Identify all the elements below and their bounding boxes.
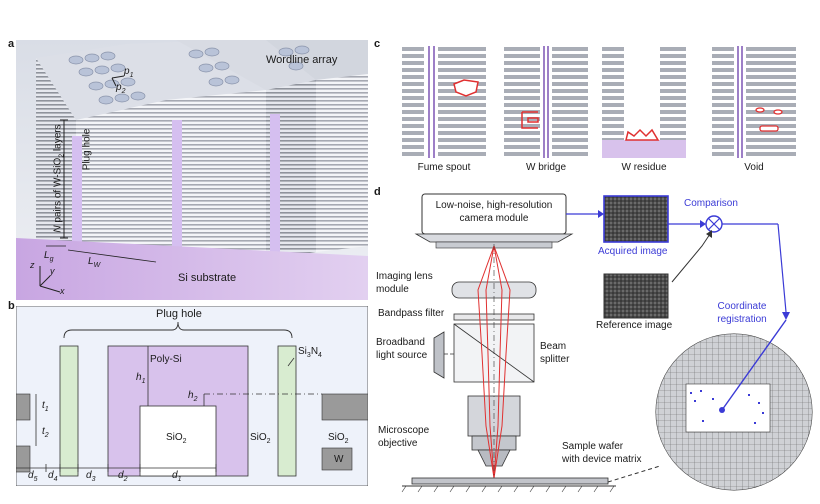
- panel-b-diagram: [15, 305, 369, 487]
- axis-z-label: z: [30, 260, 35, 270]
- d3-label: d3: [86, 470, 96, 483]
- d5-label: d5: [28, 470, 38, 483]
- panel-c-defect-images: [402, 46, 796, 158]
- plug-hole-label-a: Plug hole: [81, 128, 93, 171]
- acquired-image-thumb: [603, 195, 669, 243]
- beam-splitter-label: Beam splitter: [540, 341, 570, 365]
- sio2-right-outer-label: SiO2: [328, 432, 349, 445]
- panel-b-label: b: [8, 300, 15, 312]
- d1-label: d1: [172, 470, 182, 483]
- wafer-map: [655, 319, 813, 491]
- void-image: [712, 46, 796, 158]
- wordline-array-label: Wordline array: [266, 54, 338, 66]
- defect-label-w-residue: W residue: [621, 162, 667, 173]
- t2-label: t2: [42, 426, 49, 439]
- plug-hole-label-b: Plug hole: [156, 308, 202, 320]
- sio2-right-inner-label: SiO2: [250, 432, 271, 445]
- panel-d-label: d: [374, 186, 381, 198]
- axis-y-label: y: [50, 266, 55, 276]
- coordinate-registration-label: Coordinate registration: [717, 301, 767, 325]
- poly-si-label: Poly-Si: [150, 354, 182, 365]
- defect-label-void: Void: [744, 162, 764, 173]
- h2-label: h2: [188, 390, 198, 403]
- fume-spout-image: [402, 46, 486, 158]
- w-bridge-image: [504, 46, 588, 158]
- t1-label: t1: [42, 400, 49, 413]
- si-substrate: [16, 238, 368, 300]
- d4-label: d4: [48, 470, 58, 483]
- panel-a: a Wordline array p1 p2 N pairs of W-SiO2…: [8, 38, 368, 300]
- bandpass-filter-label: Bandpass filter: [378, 308, 445, 319]
- h1-label: h1: [136, 372, 146, 385]
- p2-label: p2: [116, 82, 126, 95]
- si-substrate-label: Si substrate: [178, 272, 237, 284]
- lg-label: Lg: [44, 250, 54, 263]
- panel-a-illustration: [16, 40, 368, 300]
- panel-c-label: c: [374, 38, 381, 50]
- camera-module-label: Low-noise, high-resolution camera module: [435, 200, 553, 224]
- panel-a-label: a: [8, 38, 15, 50]
- imaging-lens-label: Imaging lens module: [376, 271, 433, 295]
- defect-label-fume-spout: Fume spout: [417, 162, 471, 173]
- axis-x-label: x: [60, 286, 65, 296]
- reference-image-label: Reference image: [596, 320, 673, 331]
- panel-c: c Fume spout W bridge W residue Void: [374, 38, 814, 180]
- d2-label: d2: [118, 470, 128, 483]
- panel-d: d Low-noise, high-resolution camera modu…: [374, 186, 814, 498]
- sample-wafer-label: Sample wafer with device matrix: [562, 441, 642, 465]
- si3n4-label: Si3N4: [298, 346, 322, 359]
- sio2-center-label: SiO2: [166, 432, 187, 445]
- light-source-label: Broadband light source: [376, 337, 428, 361]
- acquired-image-label: Acquired image: [598, 246, 668, 257]
- panel-d-optical-setup: [401, 193, 813, 493]
- lw-label: LW: [88, 256, 101, 269]
- plug-hole-column: [72, 136, 82, 286]
- reference-image-thumb: [603, 273, 669, 319]
- w-label: W: [334, 454, 344, 465]
- defect-label-w-bridge: W bridge: [525, 162, 566, 173]
- objective-label: Microscope objective: [378, 425, 430, 449]
- panel-b: b Plug hole Poly-Si Si3N4 SiO2 SiO2 SiO2…: [8, 300, 369, 487]
- w-residue-image: [602, 46, 686, 158]
- layer-pairs-label: N pairs of W-SiO2 layers: [52, 124, 66, 233]
- comparison-label: Comparison: [684, 198, 738, 209]
- p1-label: p1: [124, 66, 134, 79]
